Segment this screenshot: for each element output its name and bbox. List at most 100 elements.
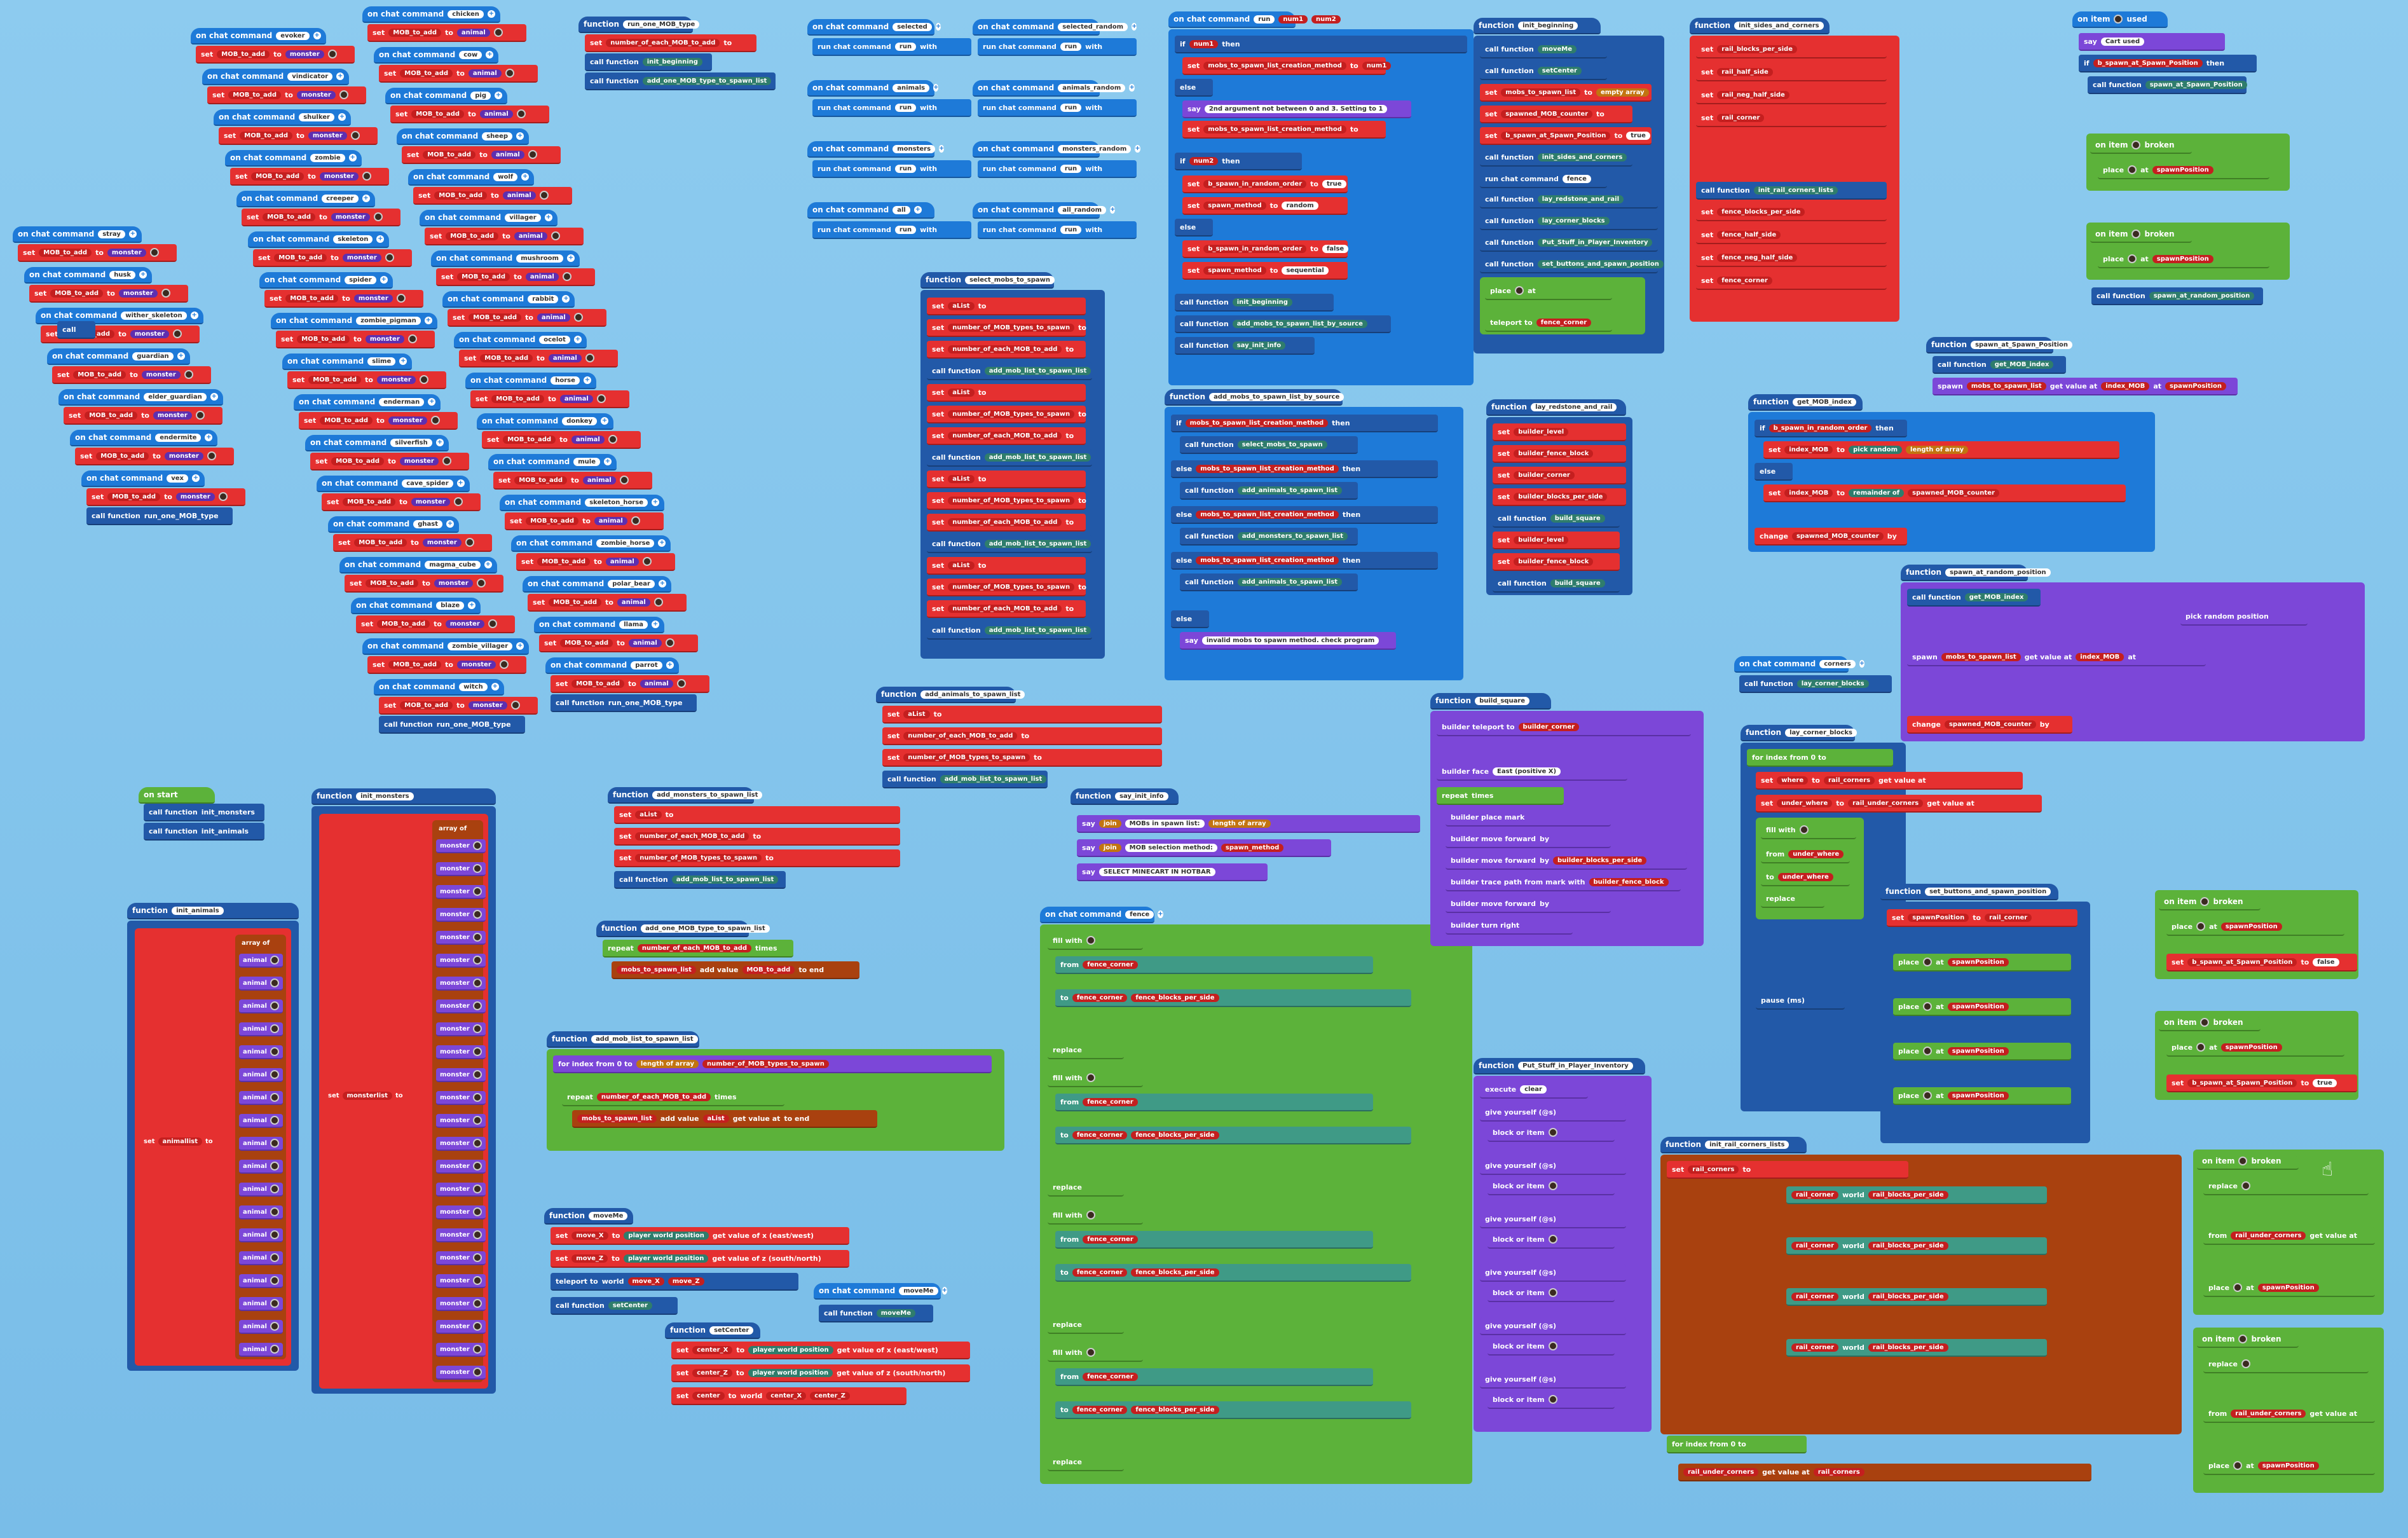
variable-chip[interactable]: lay_redstone_and_rail bbox=[1537, 195, 1624, 203]
text-field[interactable]: SELECT MINECART IN HOTBAR bbox=[1098, 867, 1215, 876]
monster-item[interactable]: monster bbox=[436, 885, 486, 899]
variable-chip[interactable]: num1 bbox=[1189, 39, 1219, 48]
variable-chip[interactable]: animal bbox=[491, 150, 524, 159]
add-parameter-icon[interactable]: + bbox=[652, 621, 660, 628]
variable-chip[interactable]: fence_corner bbox=[1717, 276, 1772, 285]
add-parameter-icon[interactable]: + bbox=[491, 683, 499, 690]
variable-chip[interactable]: rail_corners bbox=[1688, 1165, 1739, 1174]
text-field[interactable]: clear bbox=[1520, 1085, 1547, 1094]
variable-chip[interactable]: fence_corner bbox=[1083, 1372, 1138, 1381]
variable-chip[interactable]: init_beginning bbox=[1232, 298, 1292, 306]
variable-chip[interactable]: init_beginning bbox=[642, 57, 702, 66]
variable-chip[interactable]: MOB_to_add bbox=[331, 457, 385, 465]
add-parameter-icon[interactable]: + bbox=[424, 317, 432, 324]
variable-chip[interactable]: b_spawn_in_random_order bbox=[1203, 179, 1307, 188]
variable-chip[interactable]: MOB_to_add bbox=[742, 965, 795, 974]
text-field[interactable]: random bbox=[1282, 201, 1318, 210]
variable-chip[interactable]: rail_corners bbox=[1813, 1467, 1864, 1476]
variable-chip[interactable]: fence_corner bbox=[1083, 1235, 1138, 1244]
text-field[interactable]: moveMe bbox=[589, 1211, 628, 1220]
variable-chip[interactable]: number_of_each_MOB_to_add bbox=[903, 731, 1018, 740]
variable-chip[interactable]: add_one_MOB_type_to_spawn_list bbox=[642, 76, 772, 85]
variable-chip[interactable]: animal bbox=[617, 598, 650, 607]
monster-item[interactable]: monster bbox=[436, 1022, 486, 1036]
command-name-field[interactable]: elder_guardian bbox=[144, 392, 207, 401]
add-parameter-icon[interactable]: + bbox=[666, 661, 674, 669]
on-start-hat[interactable]: on start bbox=[139, 787, 215, 804]
replace-label[interactable]: replace bbox=[1048, 1316, 1124, 1334]
text-field[interactable]: East (positive X) bbox=[1493, 767, 1561, 776]
text-field[interactable]: lay_redstone_and_rail bbox=[1531, 402, 1617, 411]
variable-chip[interactable]: center_Z bbox=[692, 1368, 732, 1377]
variable-chip[interactable]: index_MOB bbox=[1784, 445, 1833, 454]
variable-chip[interactable]: mobs_to_spawn_list bbox=[1941, 652, 2021, 661]
text-field[interactable]: build_square bbox=[1475, 696, 1530, 705]
variable-chip[interactable]: under_where bbox=[1777, 799, 1833, 807]
variable-chip[interactable]: number_of_each_MOB_to_add bbox=[948, 518, 1062, 526]
command-name-field[interactable]: ghast bbox=[413, 519, 442, 528]
variable-chip[interactable]: MOB_to_add bbox=[514, 476, 568, 484]
text-field[interactable]: spawn_at_Spawn_Position bbox=[1971, 340, 2073, 349]
variable-chip[interactable]: MOB_to_add bbox=[228, 90, 282, 99]
add-parameter-icon[interactable]: + bbox=[1129, 84, 1135, 92]
else-label[interactable]: else bbox=[1175, 219, 1213, 237]
add-parameter-icon[interactable]: + bbox=[456, 479, 465, 487]
variable-chip[interactable]: monster bbox=[468, 701, 507, 710]
variable-chip[interactable]: add_mob_list_to_spawn_list bbox=[984, 539, 1091, 548]
monster-item[interactable]: monster bbox=[436, 977, 486, 991]
variable-chip[interactable]: spawnPosition bbox=[1908, 913, 1969, 922]
command-name-field[interactable]: endermite bbox=[155, 433, 202, 442]
give-block[interactable]: give yourself (@s) bbox=[1480, 1211, 1626, 1228]
variable-chip[interactable]: mobs_to_spawn_list bbox=[577, 1114, 657, 1123]
variable-chip[interactable]: number_of_each_MOB_to_add bbox=[948, 431, 1062, 440]
variable-chip[interactable]: rail_under_corners bbox=[2231, 1409, 2306, 1418]
function-name-field[interactable]: init_animals bbox=[172, 906, 224, 915]
command-name-field[interactable]: run bbox=[1060, 164, 1082, 173]
variable-chip[interactable]: under_where bbox=[1777, 872, 1833, 881]
add-parameter-icon[interactable]: + bbox=[313, 32, 321, 39]
add-parameter-icon[interactable]: + bbox=[659, 580, 666, 587]
variable-chip[interactable]: rail_corner bbox=[1791, 1292, 1839, 1301]
variable-chip[interactable]: monster bbox=[175, 492, 215, 501]
add-parameter-icon[interactable]: + bbox=[399, 357, 407, 365]
command-name-field[interactable]: run bbox=[1060, 225, 1082, 234]
variable-chip[interactable]: number_of_each_MOB_to_add bbox=[637, 944, 752, 952]
text-field[interactable]: set_buttons_and_spawn_position bbox=[1925, 887, 2051, 896]
animal-item[interactable]: animal bbox=[239, 977, 283, 991]
variable-chip[interactable]: b_spawn_in_random_order bbox=[1203, 244, 1307, 253]
